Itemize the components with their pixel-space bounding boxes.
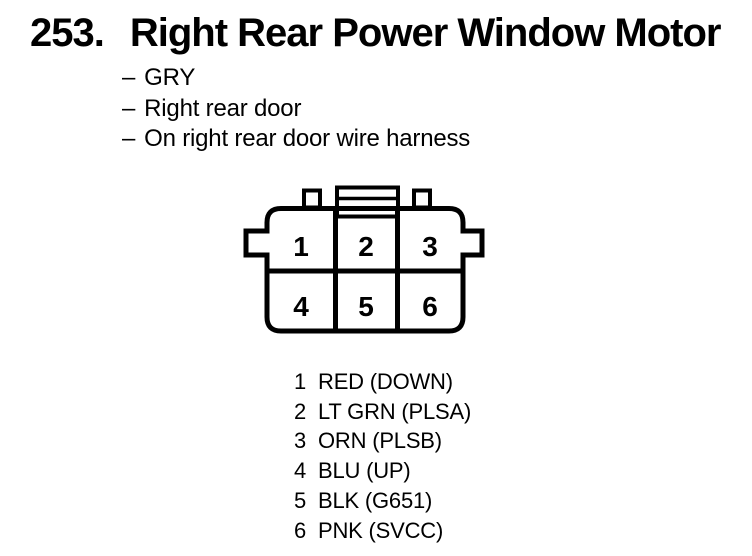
connector-diagram: 1 2 3 4 5 6: [243, 185, 485, 334]
top-tab-right: [412, 188, 432, 210]
cavity-number-5: 5: [358, 291, 374, 322]
pin-wire-label: ORN (PLSB): [318, 428, 442, 454]
pin-number: 3: [294, 428, 307, 454]
pin-wire-label: BLU (UP): [318, 458, 411, 484]
pinout-row: 5 BLK (G651): [294, 486, 471, 516]
cavity-number-4: 4: [293, 291, 309, 322]
pinout-row: 4 BLU (UP): [294, 456, 471, 486]
cavity-number-1: 1: [293, 231, 309, 262]
detail-line-location: –Right rear door: [122, 94, 470, 125]
detail-line-color: –GRY: [122, 63, 470, 94]
page-title: 253. Right Rear Power Window Motor: [30, 11, 721, 56]
detail-text: GRY: [144, 64, 196, 91]
cavity-number-6: 6: [422, 291, 438, 322]
pin-number: 6: [294, 517, 307, 543]
pinout-row: 2 LT GRN (PLSA): [294, 397, 471, 427]
pin-number: 4: [294, 458, 307, 484]
detail-line-harness: –On right rear door wire harness: [122, 124, 470, 155]
cavity-number-3: 3: [422, 231, 438, 262]
detail-dash: –: [122, 125, 136, 152]
pin-number: 2: [294, 398, 307, 424]
top-tab-left: [302, 188, 322, 210]
pin-wire-label: LT GRN (PLSA): [318, 398, 472, 424]
connector-details: –GRY –Right rear door –On right rear doo…: [122, 63, 470, 155]
detail-dash: –: [122, 64, 136, 91]
figure-number: 253.: [30, 11, 105, 55]
pinout-row: 1 RED (DOWN): [294, 367, 471, 397]
pin-wire-label: BLK (G651): [318, 487, 433, 513]
pinout-row: 3 ORN (PLSB): [294, 426, 471, 456]
detail-text: On right rear door wire harness: [144, 125, 471, 152]
detail-dash: –: [122, 94, 136, 122]
detail-text: Right rear door: [144, 94, 302, 122]
pinout-legend: 1 RED (DOWN) 2 LT GRN (PLSA) 3 ORN (PLSB) 4…: [294, 367, 471, 545]
pin-wire-label: RED (DOWN): [318, 369, 453, 394]
pin-wire-label: PNK (SVCC): [318, 517, 444, 543]
latch-tab: [335, 185, 400, 219]
pin-number: 5: [294, 487, 307, 513]
pinout-row: 6 PNK (SVCC): [294, 516, 471, 546]
cavity-number-2: 2: [358, 231, 374, 262]
pin-number: 1: [294, 369, 307, 394]
figure-title: Right Rear Power Window Motor: [129, 11, 722, 55]
